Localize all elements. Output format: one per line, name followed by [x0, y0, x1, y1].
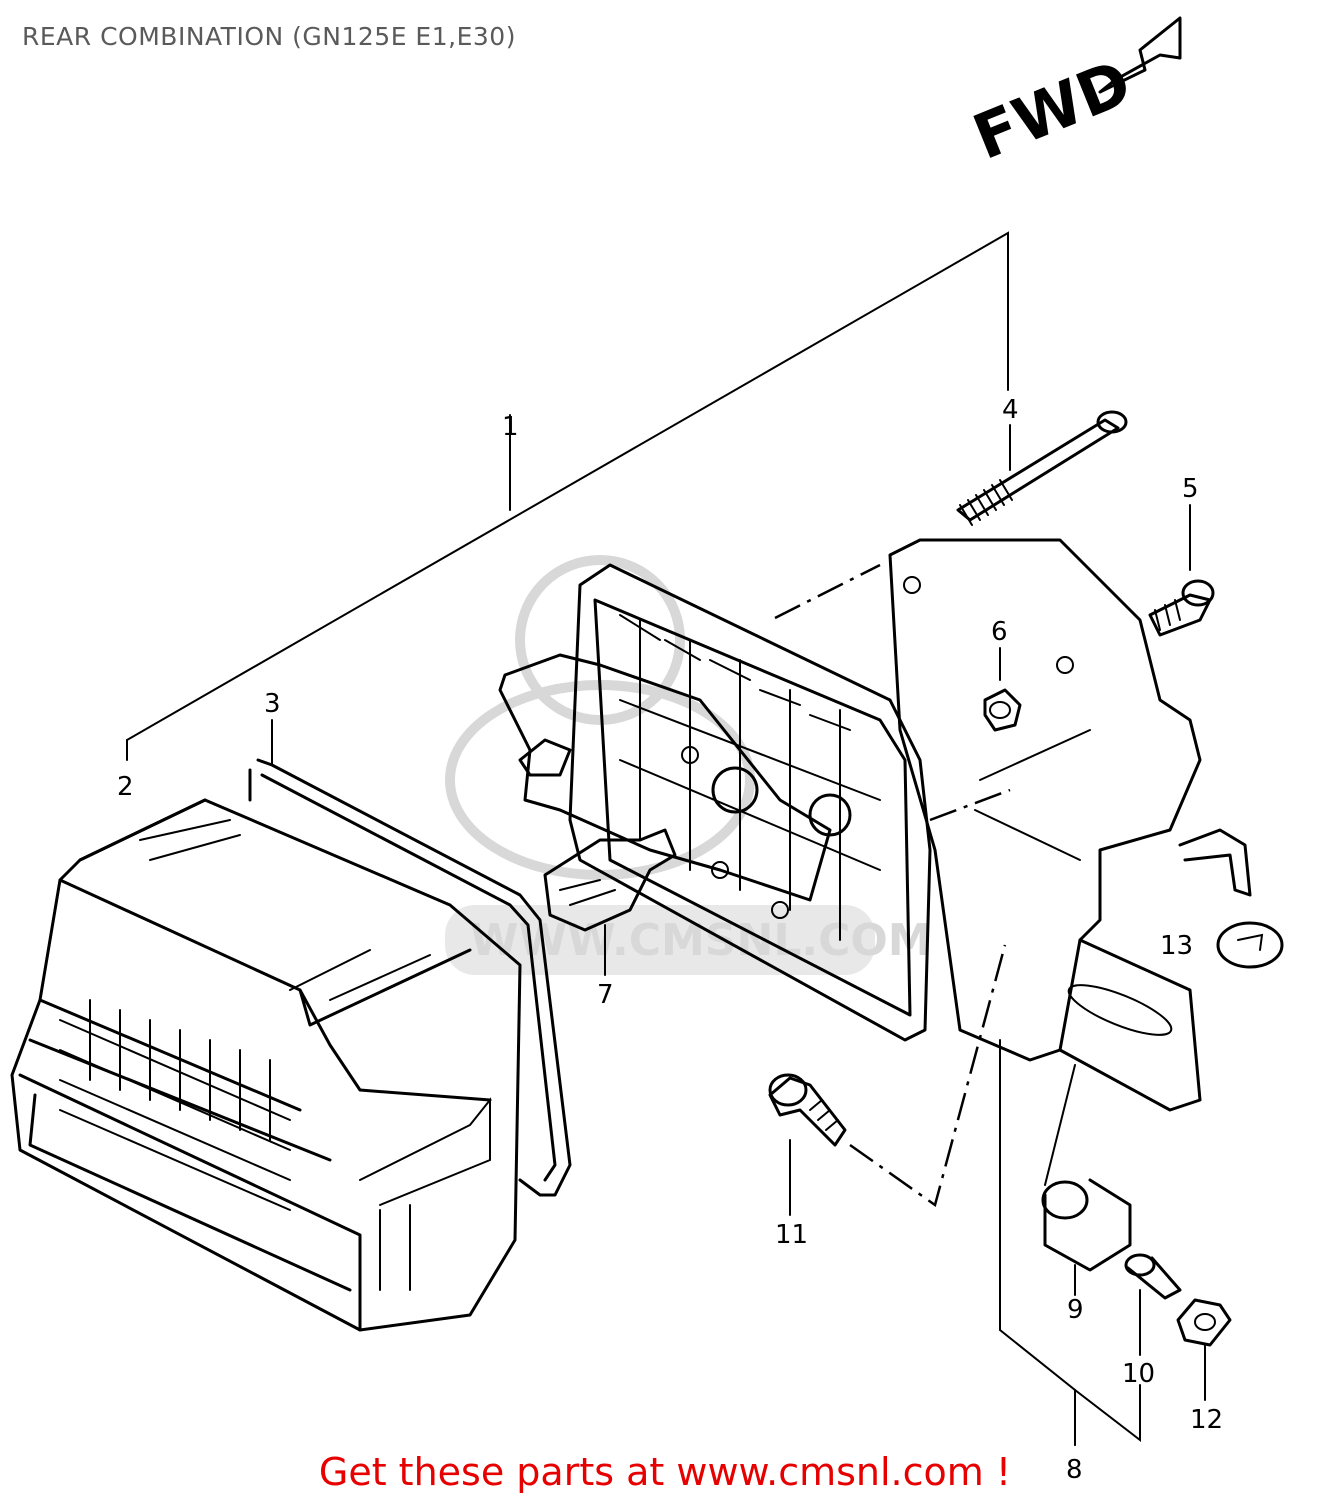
part-7-bulb: [543, 828, 677, 976]
alignment-line-mid: [929, 788, 1011, 822]
part-1-housing: [498, 563, 932, 1042]
part-10-spacer: [1124, 1253, 1182, 1356]
part-4-screw: [956, 410, 1128, 526]
part-9-rubber: [1041, 1064, 1132, 1296]
part-3-gasket: [248, 719, 572, 1197]
callout-2: 2: [117, 772, 134, 802]
callout-6: 6: [991, 617, 1008, 647]
callout-4: 4: [1002, 395, 1019, 425]
part-5-bolt: [1148, 504, 1215, 637]
leader-group-1: [126, 231, 1009, 761]
part-6-collar: [983, 647, 1022, 732]
leader-8-10: [1074, 1384, 1141, 1446]
callout-1: 1: [502, 412, 519, 442]
fwd-label: FWD: [963, 45, 1141, 173]
callout-13: 13: [1160, 931, 1193, 961]
diagram-title: REAR COMBINATION (GN125E E1,E30): [22, 22, 516, 51]
callout-3: 3: [264, 689, 281, 719]
callout-5: 5: [1182, 474, 1199, 504]
callout-10: 10: [1122, 1359, 1155, 1389]
watermark-text: WWW.CMSNL.COM: [470, 915, 932, 966]
footer-link[interactable]: Get these parts at www.cmsnl.com !: [318, 1450, 1012, 1494]
part-13-grommet: [1216, 921, 1284, 969]
callout-12: 12: [1190, 1405, 1223, 1435]
callout-7: 7: [597, 980, 614, 1010]
alignment-line-upper: [774, 563, 881, 620]
callout-8: 8: [1066, 1455, 1083, 1485]
callout-11: 11: [775, 1220, 808, 1250]
part-11-screw: [768, 944, 1007, 1216]
part-2-lens: [10, 798, 522, 1332]
forward-arrow-icon: FWD: [963, 16, 1182, 174]
callout-9: 9: [1067, 1295, 1084, 1325]
part-12-nut: [1176, 1298, 1232, 1401]
